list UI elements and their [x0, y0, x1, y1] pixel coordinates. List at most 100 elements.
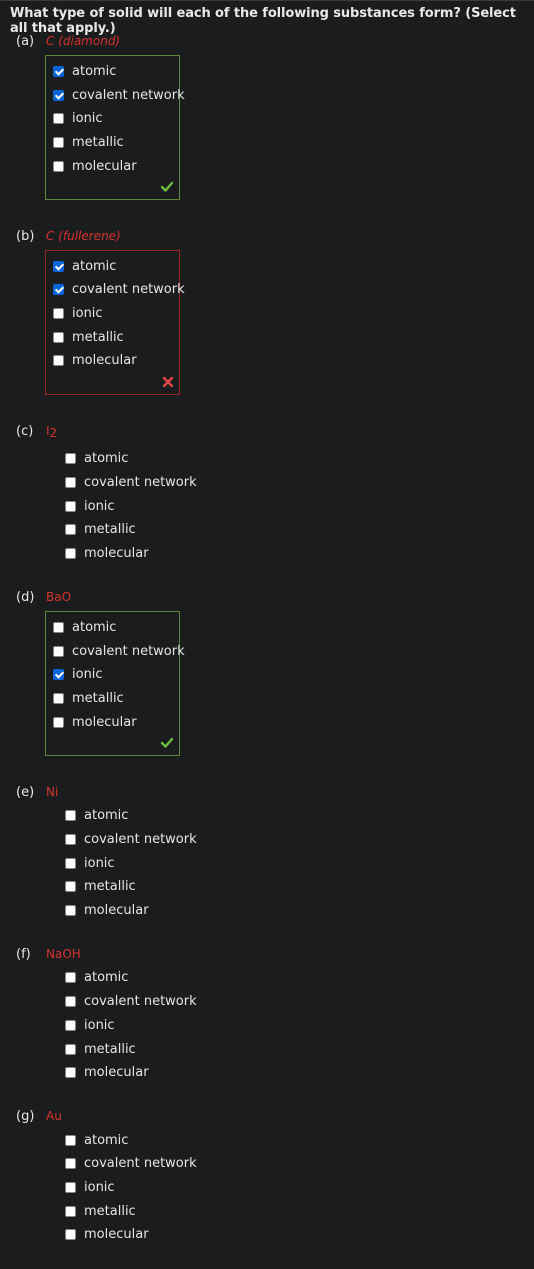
option-ionic[interactable]: ionic [53, 304, 103, 322]
part-b-answer-box: atomic covalent network ionic metallic m… [45, 250, 185, 395]
option-molecular[interactable]: molecular [53, 351, 137, 369]
option-atomic[interactable]: atomic [65, 968, 128, 986]
option-covalent-network[interactable]: covalent network [53, 86, 185, 104]
part-letter: (g) [16, 1109, 35, 1124]
part-e-label: (e)Ni [16, 785, 58, 800]
checkbox[interactable] [65, 971, 76, 983]
option-label: ionic [84, 855, 115, 871]
part-formula: Au [46, 1109, 62, 1123]
checkbox[interactable] [65, 523, 76, 535]
check-icon [160, 737, 174, 748]
option-ionic[interactable]: ionic [65, 854, 115, 872]
checkbox[interactable] [65, 1066, 76, 1078]
option-metallic[interactable]: metallic [65, 520, 136, 538]
checkbox[interactable] [65, 1157, 76, 1169]
part-formula: BaO [46, 590, 72, 604]
option-covalent-network[interactable]: covalent network [53, 642, 185, 660]
option-label: atomic [84, 1132, 129, 1148]
part-letter: (f) [16, 947, 31, 962]
checkbox[interactable] [65, 833, 76, 845]
option-metallic[interactable]: metallic [53, 133, 124, 151]
checkbox[interactable] [65, 880, 76, 892]
option-label: molecular [84, 545, 149, 561]
option-molecular[interactable]: molecular [65, 1225, 149, 1243]
option-metallic[interactable]: metallic [65, 1202, 136, 1220]
checkbox[interactable] [53, 89, 64, 101]
option-label: atomic [72, 258, 117, 274]
option-atomic[interactable]: atomic [53, 62, 116, 80]
checkbox[interactable] [53, 621, 64, 633]
checkbox[interactable] [53, 716, 64, 728]
checkbox[interactable] [65, 1228, 76, 1240]
checkbox[interactable] [65, 452, 76, 464]
option-label: metallic [84, 1203, 136, 1219]
checkbox[interactable] [53, 260, 64, 272]
option-metallic[interactable]: metallic [65, 877, 136, 895]
option-atomic[interactable]: atomic [53, 257, 116, 275]
option-covalent-network[interactable]: covalent network [65, 830, 197, 848]
option-ionic[interactable]: ionic [65, 497, 115, 515]
option-label: ionic [72, 305, 103, 321]
part-letter: (b) [16, 229, 35, 244]
checkbox[interactable] [65, 904, 76, 916]
checkbox[interactable] [65, 500, 76, 512]
option-label: ionic [84, 498, 115, 514]
option-ionic[interactable]: ionic [65, 1016, 115, 1034]
checkbox[interactable] [65, 547, 76, 559]
checkbox[interactable] [53, 283, 64, 295]
checkbox[interactable] [53, 112, 64, 124]
checkbox[interactable] [65, 1181, 76, 1193]
option-label: molecular [72, 714, 137, 730]
checkbox[interactable] [65, 857, 76, 869]
option-label: atomic [72, 619, 117, 635]
option-label: covalent network [84, 831, 197, 847]
option-metallic[interactable]: metallic [53, 328, 124, 346]
option-atomic[interactable]: atomic [65, 1131, 128, 1149]
checkbox[interactable] [65, 1043, 76, 1055]
option-atomic[interactable]: atomic [65, 806, 128, 824]
part-f-label: (f)NaOH [16, 947, 81, 962]
option-label: ionic [84, 1017, 115, 1033]
part-g-label: (g) Au [16, 1109, 62, 1124]
option-molecular[interactable]: molecular [65, 544, 149, 562]
checkbox[interactable] [53, 65, 64, 77]
x-icon [162, 376, 174, 388]
checkbox[interactable] [53, 307, 64, 319]
option-atomic[interactable]: atomic [65, 449, 128, 467]
option-metallic[interactable]: metallic [53, 689, 124, 707]
option-label: metallic [84, 521, 136, 537]
checkbox[interactable] [53, 354, 64, 366]
option-atomic[interactable]: atomic [53, 618, 116, 636]
checkbox[interactable] [53, 160, 64, 172]
option-molecular[interactable]: molecular [65, 901, 149, 919]
option-covalent-network[interactable]: covalent network [53, 280, 185, 298]
option-molecular[interactable]: molecular [65, 1063, 149, 1081]
checkbox[interactable] [65, 1019, 76, 1031]
option-ionic[interactable]: ionic [53, 109, 103, 127]
option-label: covalent network [72, 281, 185, 297]
option-molecular[interactable]: molecular [53, 157, 137, 175]
option-covalent-network[interactable]: covalent network [65, 473, 197, 491]
checkbox[interactable] [65, 995, 76, 1007]
checkbox[interactable] [53, 136, 64, 148]
option-metallic[interactable]: metallic [65, 1040, 136, 1058]
checkbox[interactable] [65, 476, 76, 488]
option-label: atomic [84, 450, 129, 466]
checkbox[interactable] [65, 1134, 76, 1146]
checkbox[interactable] [53, 668, 64, 680]
checkbox[interactable] [65, 809, 76, 821]
part-letter: (e) [16, 785, 35, 800]
option-covalent-network[interactable]: covalent network [65, 992, 197, 1010]
checkbox[interactable] [53, 645, 64, 657]
option-covalent-network[interactable]: covalent network [65, 1154, 197, 1172]
checkbox[interactable] [53, 692, 64, 704]
option-label: molecular [84, 902, 149, 918]
option-label: covalent network [84, 474, 197, 490]
part-formula: C (fullerene) [46, 229, 121, 243]
checkbox[interactable] [53, 331, 64, 343]
option-molecular[interactable]: molecular [53, 713, 137, 731]
option-label: metallic [84, 1041, 136, 1057]
option-ionic[interactable]: ionic [53, 665, 103, 683]
option-ionic[interactable]: ionic [65, 1178, 115, 1196]
checkbox[interactable] [65, 1205, 76, 1217]
